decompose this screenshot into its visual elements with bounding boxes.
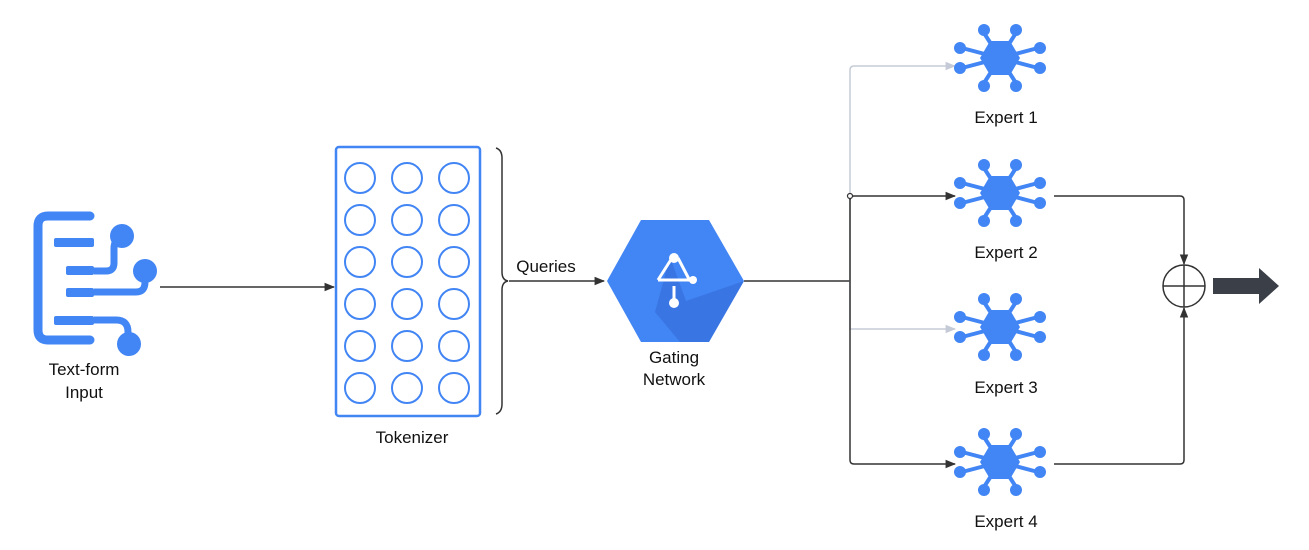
route-to-expert-4: [849, 281, 957, 469]
expert-2-to-sum: [1054, 195, 1189, 266]
token-circle: [344, 372, 376, 404]
token-circle: [438, 246, 470, 278]
expert-1-label: Expert 1: [974, 108, 1037, 127]
gating-network-icon: [607, 220, 744, 342]
expert-4: Expert 4: [952, 426, 1048, 531]
expert-3-label: Expert 3: [974, 378, 1037, 397]
queries-label: Queries: [516, 257, 576, 276]
tokenizer-block: [334, 145, 482, 418]
route-to-expert-3: [849, 281, 957, 334]
expert-2-label: Expert 2: [974, 243, 1037, 262]
token-circle: [344, 204, 376, 236]
token-circle: [344, 288, 376, 320]
token-circle: [391, 162, 423, 194]
token-circle: [391, 288, 423, 320]
input-label-line2: Input: [65, 383, 103, 402]
expert-1-icon: [952, 22, 1048, 94]
token-circle: [438, 204, 470, 236]
expert-2-icon: [952, 157, 1048, 229]
token-circle: [438, 372, 470, 404]
token-circle: [438, 330, 470, 362]
output-arrow-icon: [1213, 268, 1279, 304]
token-circle: [344, 162, 376, 194]
token-circle: [438, 162, 470, 194]
expert-1: Expert 1: [952, 22, 1048, 127]
expert-3-icon: [952, 291, 1048, 363]
text-input-icon: [33, 211, 157, 356]
token-circle: [391, 246, 423, 278]
expert-4-icon: [952, 426, 1048, 498]
token-circle: [391, 204, 423, 236]
input-label-line1: Text-form: [49, 360, 120, 379]
route-to-expert-1: [849, 61, 957, 281]
token-circle: [391, 330, 423, 362]
gating-label-line2: Network: [643, 370, 706, 389]
token-circle: [438, 288, 470, 320]
token-circle: [344, 246, 376, 278]
expert-4-to-sum: [1054, 306, 1189, 465]
tokenizer-label: Tokenizer: [376, 428, 449, 447]
expert-4-label: Expert 4: [974, 512, 1037, 531]
expert-3: Expert 3: [952, 291, 1048, 397]
token-circle: [344, 330, 376, 362]
gating-label-line1: Gating: [649, 348, 699, 367]
token-grid: [344, 162, 470, 404]
expert-2: Expert 2: [952, 157, 1048, 262]
token-circle: [391, 372, 423, 404]
sum-node: [1162, 264, 1206, 308]
route-junction: [846, 192, 854, 200]
tokenizer-brace: [495, 147, 509, 415]
route-to-expert-2: [849, 191, 957, 201]
